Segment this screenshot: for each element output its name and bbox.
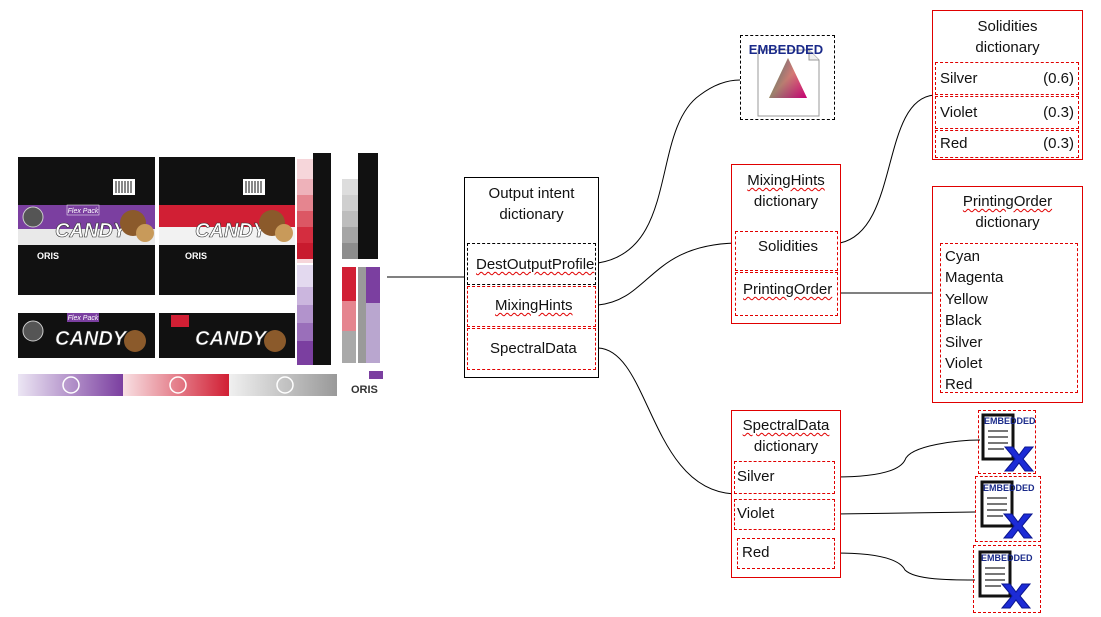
embedded-file-icon: EMBEDDED — [981, 413, 1036, 472]
svg-text:CANDY: CANDY — [195, 220, 268, 242]
embedded-file-icon: EMBEDDED — [980, 480, 1035, 539]
flex-pack-label: Flex Pack — [68, 208, 99, 215]
ink-order-item: Silver — [945, 333, 983, 351]
output-intent-dictionary: Output intent dictionary — [464, 177, 599, 378]
connector-spectral-violet — [834, 511, 976, 515]
ink-order-item: Yellow — [945, 290, 988, 308]
ink-order-item: Magenta — [945, 269, 1004, 287]
solidity-row-red[interactable]: Red (0.3) — [935, 130, 1079, 158]
spectral-entry-silver[interactable]: Silver — [734, 461, 835, 494]
red-tint-ramp — [297, 153, 331, 263]
spectral-entry-label: Silver — [737, 468, 775, 485]
connector-solidities — [839, 94, 935, 244]
solidity-value: (0.3) — [1043, 135, 1074, 152]
svg-text:CANDY: CANDY — [55, 328, 128, 350]
solidities-label: Solidities — [758, 238, 819, 255]
solidity-value: (0.3) — [1043, 103, 1074, 121]
solidity-value: (0.6) — [1043, 69, 1074, 87]
destoutputprofile-label: DestOutputProfile — [476, 256, 595, 273]
embedded-spectral-file-violet[interactable]: EMBEDDED — [975, 476, 1041, 542]
svg-text:ORIS: ORIS — [37, 251, 59, 261]
candy-pack-large-2: CANDY ORIS — [159, 157, 295, 295]
oris-logo: ORIS — [351, 371, 383, 396]
spectraldata-dictionary: SpectralData dictionary — [731, 410, 841, 578]
violet-tint-ramp — [297, 261, 331, 365]
printingorder-dictionary: PrintingOrder dictionary — [932, 186, 1083, 403]
connector-destoutputprofile — [597, 79, 741, 264]
mixinghints-title: MixingHints — [747, 172, 825, 189]
printingorder-label: PrintingOrder — [743, 281, 833, 298]
packaging-artwork-panel: Flex Pack CANDY ORIS CANDY ORIS — [17, 153, 387, 398]
spectraldata-entry[interactable]: SpectralData — [467, 328, 596, 370]
embedded-file-label: EMBEDDED — [983, 483, 1035, 493]
candy-pack-large-1: Flex Pack CANDY ORIS — [18, 157, 155, 295]
spectraldata-label: SpectralData — [490, 340, 577, 357]
color-triangle-icon: EMBEDDED — [749, 42, 823, 117]
svg-text:CANDY: CANDY — [195, 328, 268, 350]
spectral-entry-label: Violet — [737, 505, 775, 522]
mixinghints-dictionary: MixingHints dictionary — [731, 164, 841, 324]
embedded-profile-file[interactable]: EMBEDDED — [740, 35, 835, 120]
svg-text:ORIS: ORIS — [185, 251, 207, 261]
overprint-ramps — [342, 267, 380, 363]
embedded-label: EMBEDDED — [749, 42, 823, 57]
solidity-name: Red — [940, 135, 968, 152]
mixinghints-label: MixingHints — [495, 297, 573, 314]
spectral-entry-violet[interactable]: Violet — [734, 499, 835, 530]
embedded-file-icon: EMBEDDED — [978, 550, 1033, 609]
gray-tint-ramp — [342, 153, 378, 259]
ink-order-item: Cyan — [945, 248, 981, 265]
output-intent-title: Output intent dictionary — [488, 185, 575, 223]
connector-spectral-red — [834, 552, 976, 581]
ink-order-item: Violet — [945, 355, 983, 373]
destoutputprofile-entry[interactable]: DestOutputProfile — [467, 243, 596, 285]
gradient-strips — [18, 374, 337, 396]
printingorder-entry[interactable]: PrintingOrder — [735, 272, 838, 316]
solidity-name: Violet — [940, 103, 978, 121]
solidity-row-silver[interactable]: Silver (0.6) — [935, 62, 1079, 95]
solidity-name: Silver — [940, 69, 978, 87]
ink-order-list: Cyan Magenta Yellow Black Silver Violet … — [940, 243, 1078, 393]
ink-order-item: Red — [945, 376, 973, 394]
svg-text:Flex Pack: Flex Pack — [68, 315, 99, 322]
spectral-entry-label: Red — [742, 544, 770, 561]
solidities-dictionary: Solidities dictionary — [932, 10, 1083, 160]
packaging-artwork: Flex Pack CANDY ORIS CANDY ORIS — [18, 153, 383, 396]
candy-pack-small-2: CANDY — [159, 313, 295, 358]
embedded-file-label: EMBEDDED — [981, 553, 1033, 563]
embedded-spectral-file-red[interactable]: EMBEDDED — [973, 545, 1041, 613]
svg-text:ORIS: ORIS — [351, 384, 378, 396]
connector-spectral-silver — [834, 439, 981, 478]
connector-mixinghints — [597, 242, 737, 306]
solidity-row-violet[interactable]: Violet (0.3) — [935, 96, 1079, 129]
connector-spectraldata — [597, 347, 735, 495]
embedded-spectral-file-silver[interactable]: EMBEDDED — [978, 410, 1036, 474]
solidities-entry[interactable]: Solidities — [735, 231, 838, 271]
spectral-entry-red[interactable]: Red — [737, 538, 835, 569]
mixinghints-entry[interactable]: MixingHints — [467, 286, 596, 327]
printingorder-title: PrintingOrder — [962, 193, 1053, 210]
candy-pack-small-1: Flex Pack CANDY — [18, 313, 155, 358]
spectraldata-title: SpectralData — [742, 417, 830, 434]
candy-logo-text: CANDY — [55, 220, 128, 242]
embedded-file-label: EMBEDDED — [984, 416, 1035, 426]
ink-order-item: Black — [945, 312, 982, 330]
